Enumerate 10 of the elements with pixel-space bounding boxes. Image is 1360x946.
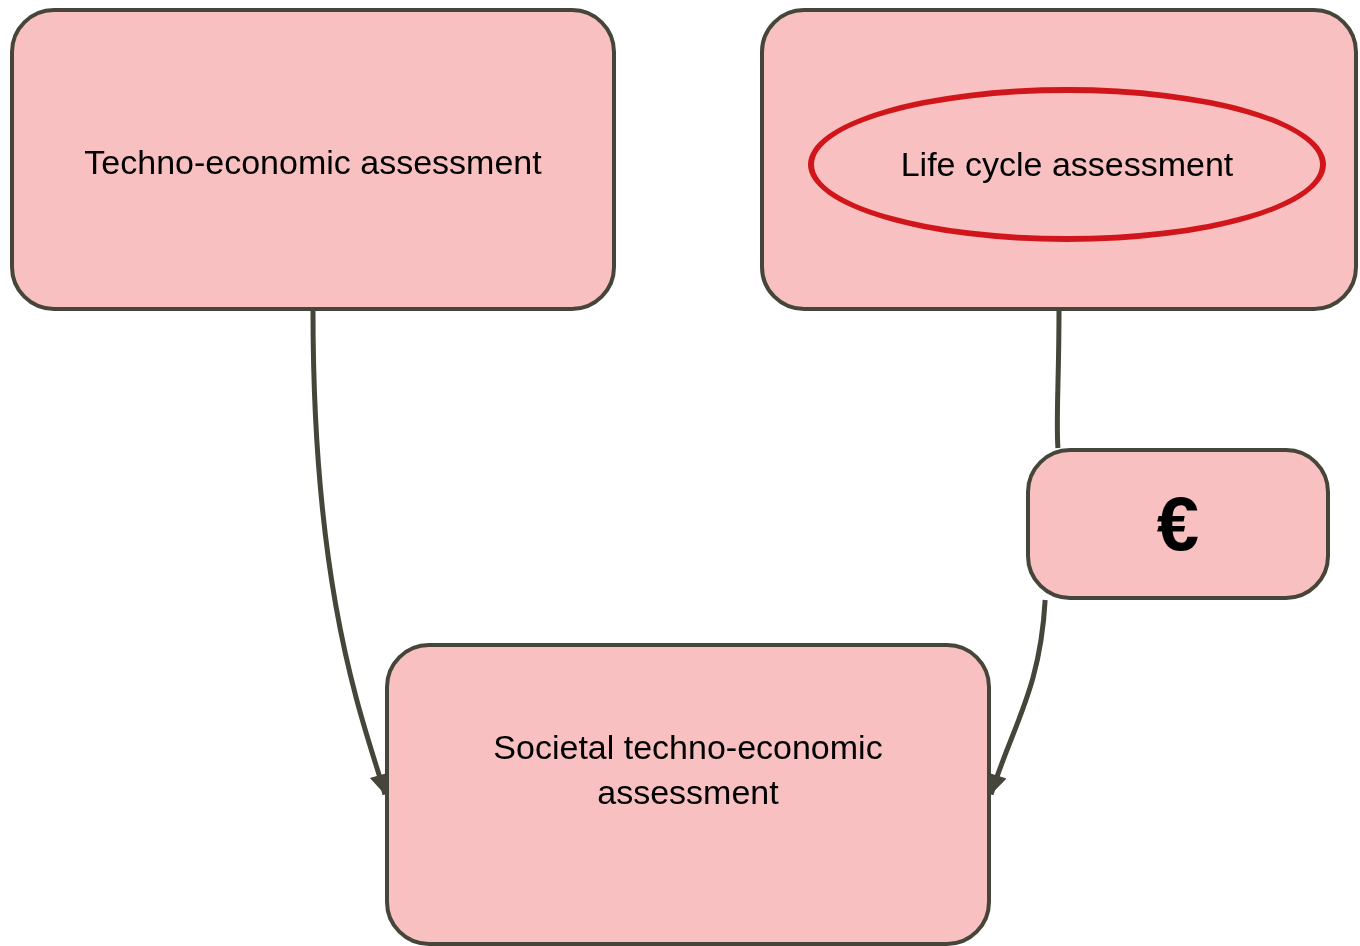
node-label: Life cycle assessment bbox=[900, 144, 1234, 185]
connector-line bbox=[1054, 311, 1062, 449]
process-box bbox=[760, 8, 1358, 311]
node-label: Techno-economic assessment bbox=[84, 142, 542, 183]
process-box bbox=[1026, 448, 1330, 600]
node-label: Societal techno-economic assessment bbox=[492, 726, 884, 813]
highlight-ellipse bbox=[808, 87, 1326, 242]
process-box bbox=[385, 643, 991, 946]
currency-symbol: € bbox=[1156, 484, 1200, 564]
process-box bbox=[10, 8, 616, 311]
